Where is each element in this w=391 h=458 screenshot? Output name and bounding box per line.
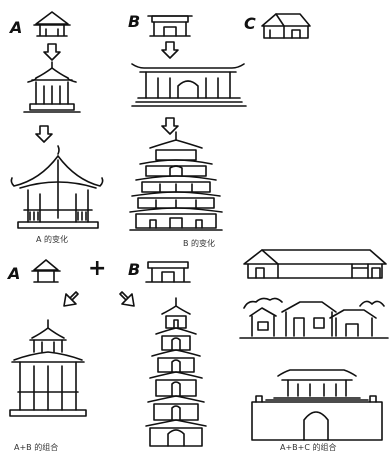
tower-b-drawing [130,132,222,230]
gate-hall-b-drawing [132,64,246,106]
house-b-icon [148,16,192,36]
caption-b-change: B 的变化 [183,239,216,248]
arrow-down-icon [162,118,178,134]
combo-ab-pagoda-drawing [146,298,206,446]
arrow-diagonal-icon [120,292,134,306]
house-a-small-icon [32,260,60,282]
combo-ab-pavilion-drawing [10,320,86,416]
caption-abc-combo: A+B+C 的组合 [280,443,337,452]
plus-sign: + [88,256,107,281]
label-a: A [10,18,23,37]
long-house-c-drawing [244,250,386,278]
house-b-small-icon [146,262,190,282]
house-c-icon [262,14,310,38]
label-a-combo: A [8,264,21,283]
arrow-down-icon [162,42,178,58]
city-gate-drawing [252,370,382,440]
caption-a-change: A 的变化 [36,235,69,244]
village-cluster-drawing [240,298,388,338]
arrow-diagonal-icon [64,292,78,306]
arrow-down-icon [36,126,52,142]
pavilion-a-large-drawing [11,146,102,228]
caption-ab-combo: A+B 的组合 [14,443,59,452]
label-b-combo: B [128,260,141,279]
house-a-icon [34,12,70,36]
pavilion-a-drawing [24,62,80,112]
label-b: B [128,12,141,31]
arrow-down-icon [44,44,60,60]
label-c: C [244,14,256,33]
